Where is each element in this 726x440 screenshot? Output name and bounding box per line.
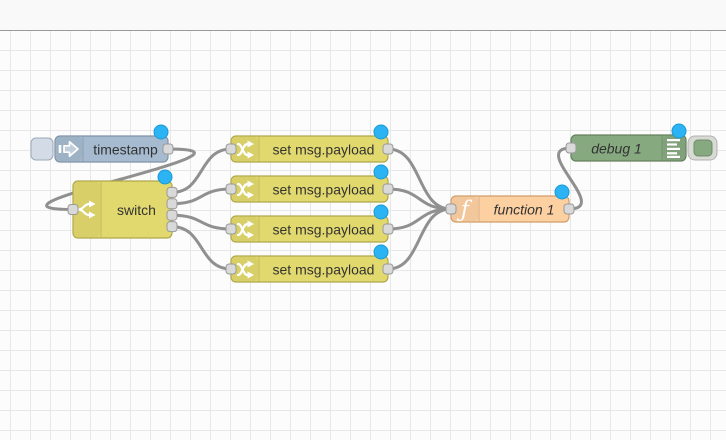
node-label: switch: [117, 202, 156, 218]
node-change3[interactable]: set msg.payload: [225, 204, 394, 243]
node-timestamp[interactable]: timestamp: [30, 124, 174, 163]
output-port[interactable]: [166, 209, 178, 221]
wire[interactable]: [170, 213, 233, 231]
output-port[interactable]: [382, 143, 394, 155]
shuffle-icon: [236, 180, 254, 199]
inject-arrow-icon: [58, 140, 79, 158]
wire[interactable]: [557, 146, 583, 211]
node-switch[interactable]: switch: [67, 169, 178, 239]
changed-indicator: [554, 184, 570, 200]
node-change1[interactable]: set msg.payload: [225, 124, 394, 163]
wire[interactable]: [45, 147, 196, 211]
node-label: debug 1: [591, 141, 642, 157]
node-change4[interactable]: set msg.payload: [225, 244, 394, 283]
shuffle-icon: [236, 140, 254, 159]
node-debug1[interactable]: debug 1: [565, 123, 718, 162]
switch-icon: [77, 200, 96, 219]
icon-strip: [56, 137, 82, 161]
changed-indicator: [373, 164, 389, 180]
wire[interactable]: [170, 225, 233, 271]
inject-button[interactable]: [30, 137, 54, 161]
input-port[interactable]: [445, 203, 457, 215]
icon-strip: [452, 197, 478, 221]
input-port[interactable]: [225, 183, 237, 195]
input-port[interactable]: [225, 143, 237, 155]
output-port[interactable]: [166, 186, 178, 198]
changed-indicator: [671, 123, 687, 139]
function-icon: ƒ: [456, 198, 473, 223]
svg-text:ƒ: ƒ: [456, 198, 473, 223]
output-port[interactable]: [166, 221, 178, 233]
output-port[interactable]: [166, 198, 178, 210]
wire[interactable]: [170, 187, 233, 206]
changed-indicator: [373, 204, 389, 220]
debug-list-icon: [667, 139, 680, 158]
changed-indicator: [157, 169, 173, 185]
shuffle-icon: [236, 260, 254, 279]
input-port[interactable]: [225, 263, 237, 275]
node-label: set msg.payload: [273, 222, 375, 238]
changed-indicator: [153, 124, 169, 140]
output-port[interactable]: [382, 223, 394, 235]
node-label: function 1: [494, 202, 555, 218]
output-port[interactable]: [382, 263, 394, 275]
wire-layer: [45, 146, 583, 271]
output-port[interactable]: [162, 143, 174, 155]
output-port[interactable]: [563, 203, 575, 215]
node-function1[interactable]: ƒ function 1: [445, 184, 575, 223]
output-port[interactable]: [382, 183, 394, 195]
node-label: set msg.payload: [273, 262, 375, 278]
changed-indicator: [373, 244, 389, 260]
header-strip: [0, 0, 726, 31]
input-port[interactable]: [565, 142, 577, 154]
node-label: set msg.payload: [273, 142, 375, 158]
icon-strip: [74, 182, 100, 237]
input-port[interactable]: [225, 223, 237, 235]
changed-indicator: [373, 124, 389, 140]
node-label: timestamp: [93, 142, 158, 158]
node-change2[interactable]: set msg.payload: [225, 164, 394, 203]
input-port[interactable]: [67, 204, 79, 215]
debug-toggle-button-inner[interactable]: [693, 139, 713, 157]
shuffle-icon: [236, 220, 254, 239]
node-label: set msg.payload: [273, 182, 375, 198]
wire[interactable]: [386, 207, 453, 271]
wire[interactable]: [386, 147, 453, 211]
wire[interactable]: [170, 147, 233, 194]
